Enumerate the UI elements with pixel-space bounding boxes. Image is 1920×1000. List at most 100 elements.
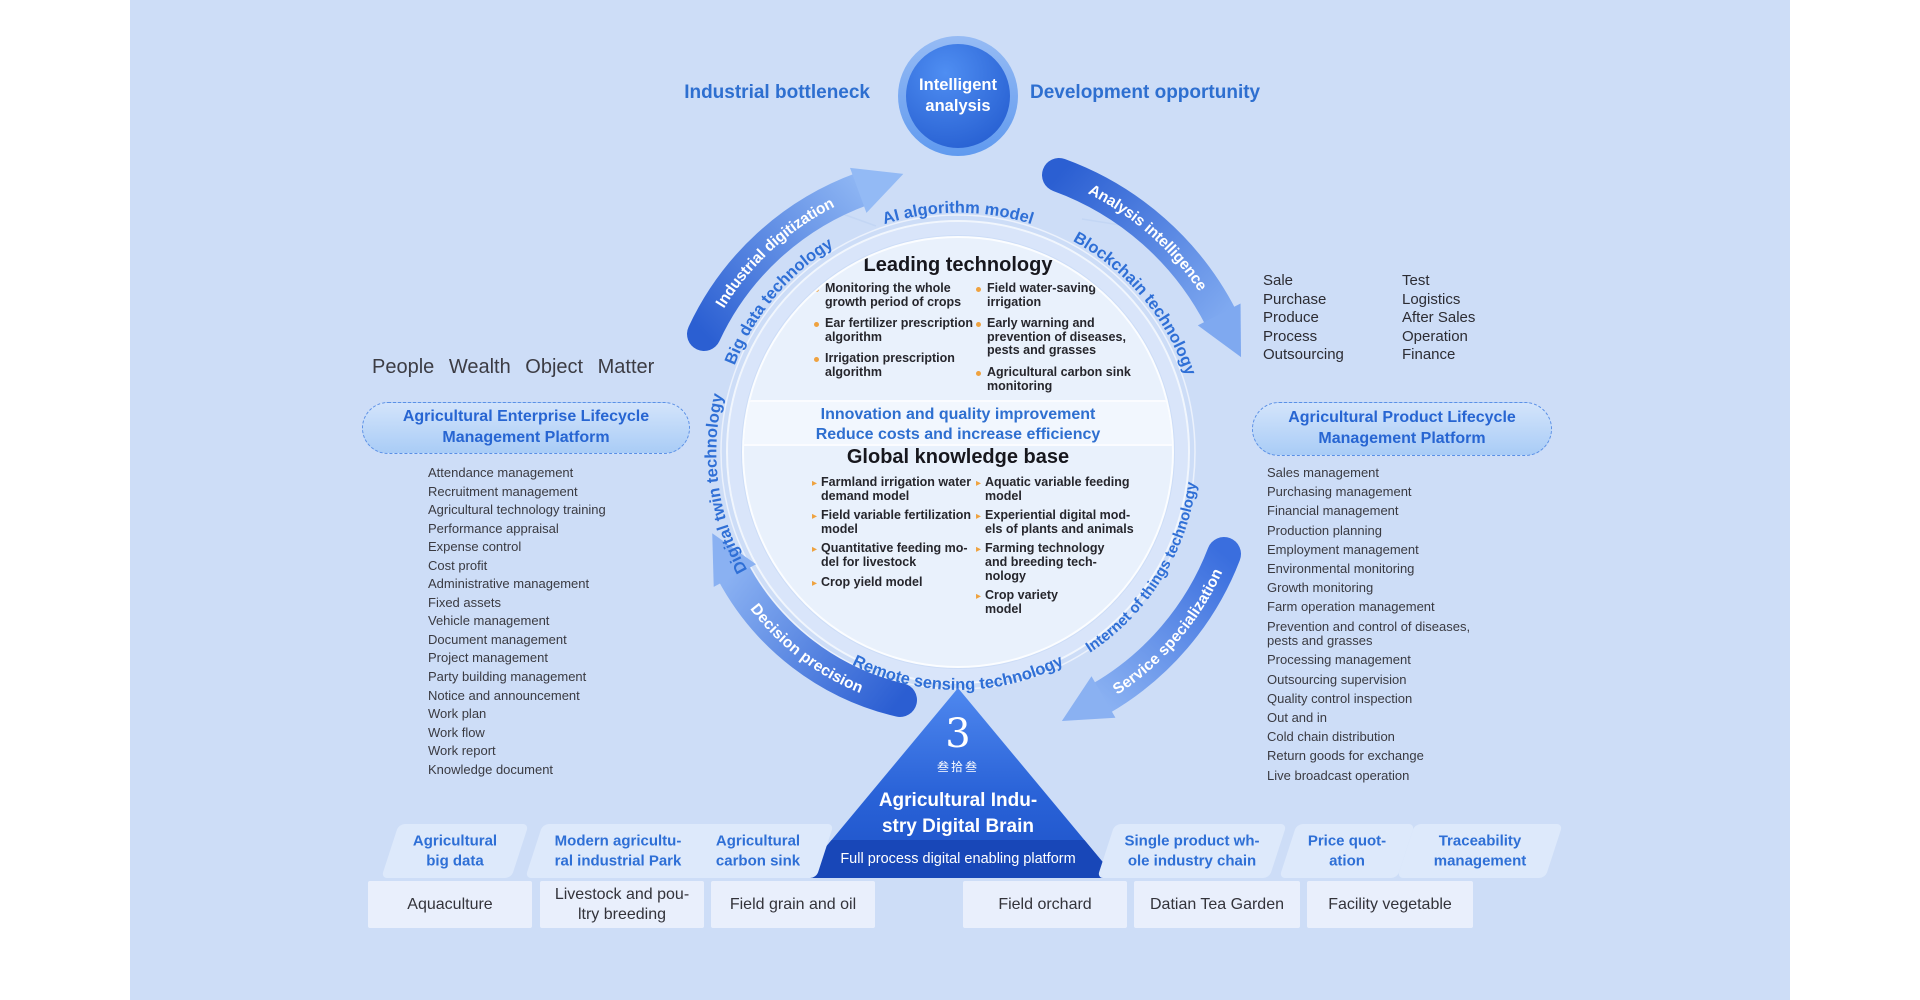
tag-label: Traceability management (1433, 832, 1527, 870)
list-item: Environmental monitoring (1267, 560, 1415, 576)
bullet-triangle-icon: ▸ (976, 591, 982, 603)
knowledge-base-col1: ▸Farmland irrigation water demand model … (812, 475, 984, 596)
list-item: Expense control (428, 539, 522, 555)
bullet-triangle-icon: ▸ (976, 511, 982, 523)
list-item: Farm operation management (1267, 599, 1435, 615)
knowledge-item: Aquatic variable feeding model (985, 475, 1130, 503)
product-flow-words-col1: Sale Purchase Produce Process Outsourcin… (1263, 272, 1344, 364)
bullet-dot-icon (814, 322, 819, 328)
product-flow-words-col2: Test Logistics After Sales Operation Fin… (1402, 272, 1476, 364)
global-knowledge-base-title: Global knowledge base (846, 446, 1070, 468)
leading-item: Monitoring the whole growth period of cr… (825, 281, 962, 309)
tag-modern-agricultural-industrial-park: Modern agricultu- ral industrial Park (525, 824, 711, 878)
list-item: Return goods for exchange (1267, 748, 1424, 764)
knowledge-item: Farming technology and breeding tech- no… (985, 541, 1105, 583)
list-item: Party building management (428, 669, 587, 685)
bullet-triangle-icon: ▸ (812, 478, 818, 489)
brand-numeral-logo: 3 (945, 711, 971, 757)
list-item: Processing management (1267, 652, 1411, 668)
scene-box-livestock-poultry-breeding: Livestock and pou- ltry breeding (540, 881, 704, 928)
bullet-triangle-icon: ▸ (812, 511, 818, 523)
scene-box-datian-tea-garden: Datian Tea Garden (1134, 881, 1300, 928)
leading-technology-title: Leading technology (863, 254, 1053, 276)
product-module-list: Sales management Purchasing management F… (1267, 465, 1567, 788)
enterprise-module-list: Attendance management Recruitment manage… (428, 464, 708, 779)
bullet-triangle-icon: ▸ (976, 544, 982, 556)
product-lifecycle-platform-pill: Agricultural Product Lifecycle Managemen… (1252, 402, 1552, 456)
bullet-dot-icon (976, 322, 981, 328)
list-item: Work report (428, 743, 496, 759)
tag-label: Single product wh- ole industry chain (1124, 832, 1260, 870)
innovation-band: Innovation and quality improvement Reduc… (744, 400, 1172, 446)
knowledge-item: Crop variety model (985, 588, 1058, 616)
list-item: Production planning (1267, 522, 1382, 538)
enterprise-lifecycle-platform-pill: Agricultural Enterprise Lifecycle Manage… (362, 402, 690, 454)
enabling-platform-band: Full process digital enabling platform (800, 840, 1116, 878)
list-item: Recruitment management (428, 483, 578, 499)
tag-label: Price quot- ation (1307, 832, 1387, 870)
list-item: Attendance management (428, 465, 574, 480)
list-item: Work plan (428, 706, 487, 722)
knowledge-base-col2: ▸Aquatic variable feeding model ▸Experie… (976, 475, 1152, 622)
leading-item: Ear fertilizer prescription algorithm (825, 316, 973, 344)
people-wealth-object-matter-header: People Wealth Object Matter (372, 356, 655, 378)
tag-price-quotation: Price quot- ation (1279, 824, 1415, 878)
scene-box-aquaculture: Aquaculture (368, 881, 532, 928)
bullet-triangle-icon: ▸ (812, 577, 818, 589)
tag-label: Agricultural carbon sink (715, 832, 801, 870)
knowledge-item: Farmland irrigation water demand model (821, 475, 972, 503)
bullet-dot-icon (976, 287, 981, 292)
list-item: Employment management (1267, 541, 1419, 557)
list-item: Prevention and control of diseases, pest… (1267, 618, 1471, 649)
tag-single-product-whole-industry-chain: Single product wh- ole industry chain (1097, 824, 1287, 878)
leading-technology-col2: Field water-saving irrigation Early warn… (976, 281, 1156, 401)
list-item: Outsourcing supervision (1267, 671, 1407, 687)
tag-traceability-management: Traceability management (1397, 824, 1563, 878)
industrial-bottleneck-label: Industrial bottleneck (684, 82, 870, 103)
knowledge-item: Experiential digital mod- els of plants … (985, 508, 1134, 536)
list-item: Administrative management (428, 576, 590, 592)
list-item: Agricultural technology training (428, 502, 606, 518)
list-item: Quality control inspection (1267, 690, 1413, 706)
tag-agricultural-big-data: Agricultural big data (381, 824, 529, 878)
scene-box-field-grain-and-oil: Field grain and oil (711, 881, 875, 928)
leading-item: Field water-saving irrigation (987, 281, 1097, 309)
bullet-triangle-icon: ▸ (812, 544, 818, 556)
list-item: Project management (428, 650, 548, 666)
list-item: Sales management (1267, 465, 1380, 480)
list-item: Financial management (1267, 503, 1399, 519)
leading-technology-col1: Monitoring the whole growth period of cr… (814, 281, 974, 388)
intelligent-analysis-label: Intelligent analysis (906, 44, 1010, 148)
list-item: Purchasing management (1267, 484, 1412, 500)
list-item: Notice and announcement (428, 687, 580, 703)
tag-label: Modern agricultu- ral industrial Park (554, 832, 682, 870)
brand-cjk-logo: 叁拾叁 (936, 760, 979, 774)
list-item: Cold chain distribution (1267, 729, 1395, 745)
leading-item: Early warning and prevention of diseases… (987, 316, 1126, 358)
bullet-dot-icon (976, 370, 981, 376)
core-circle: Leading technology Monitoring the whole … (742, 236, 1174, 668)
development-opportunity-label: Development opportunity (1030, 82, 1261, 103)
digital-brain-title: Agricultural Indu- stry Digital Brain (878, 790, 1038, 837)
knowledge-item: Crop yield model (821, 574, 923, 589)
bullet-triangle-icon: ▸ (976, 478, 982, 489)
scene-box-facility-vegetable: Facility vegetable (1307, 881, 1473, 928)
tag-label: Agricultural big data (412, 832, 498, 870)
list-item: Growth monitoring (1267, 580, 1374, 596)
leading-item: Irrigation prescription algorithm (825, 351, 955, 379)
bullet-dot-icon (814, 287, 819, 292)
list-item: Work flow (428, 724, 485, 740)
leading-item: Agricultural carbon sink monitoring (987, 364, 1131, 393)
list-item: Vehicle management (428, 613, 550, 629)
tag-agricultural-carbon-sink: Agricultural carbon sink (682, 824, 834, 878)
scene-box-field-orchard: Field orchard (963, 881, 1127, 928)
list-item: Document management (428, 631, 567, 647)
intelligent-analysis-badge: Intelligent analysis (898, 36, 1018, 156)
list-item: Performance appraisal (428, 520, 559, 536)
list-item: Live broadcast operation (1267, 767, 1410, 783)
list-item: Cost profit (428, 557, 488, 573)
knowledge-item: Field variable fertilization model (821, 508, 972, 536)
bullet-dot-icon (814, 357, 819, 363)
list-item: Out and in (1267, 710, 1327, 726)
